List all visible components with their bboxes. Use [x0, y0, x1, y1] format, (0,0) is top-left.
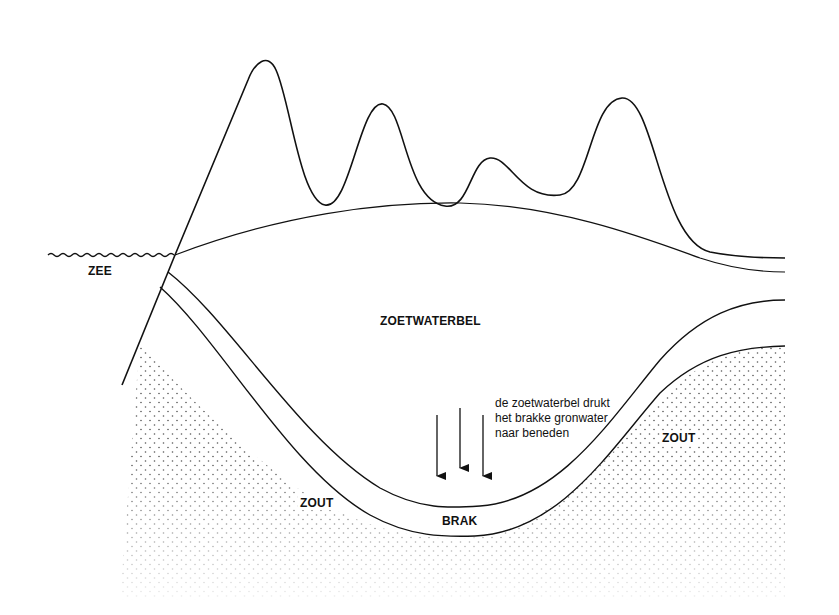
fresh-brackish-boundary: [168, 272, 785, 507]
water-table: [175, 203, 785, 272]
region-label: BRAK: [442, 514, 477, 528]
salt-stipple: [120, 340, 785, 600]
sea-surface: [48, 254, 174, 257]
coast-slope: [122, 255, 175, 385]
pressure-arrow: [436, 415, 437, 476]
pressure-arrow: [459, 408, 460, 468]
region-label: ZOUT: [660, 431, 697, 445]
region-label: ZOUT: [298, 496, 335, 510]
pressure-arrow: [482, 415, 483, 476]
sea-label: ZEE: [88, 264, 112, 278]
dune-profile: [175, 61, 785, 258]
brackish-salt-boundary: [160, 287, 785, 536]
region-label: ZOETWATERBEL: [380, 314, 481, 328]
note-text: de zoetwaterbel drukt het brakke gronwat…: [495, 396, 613, 441]
